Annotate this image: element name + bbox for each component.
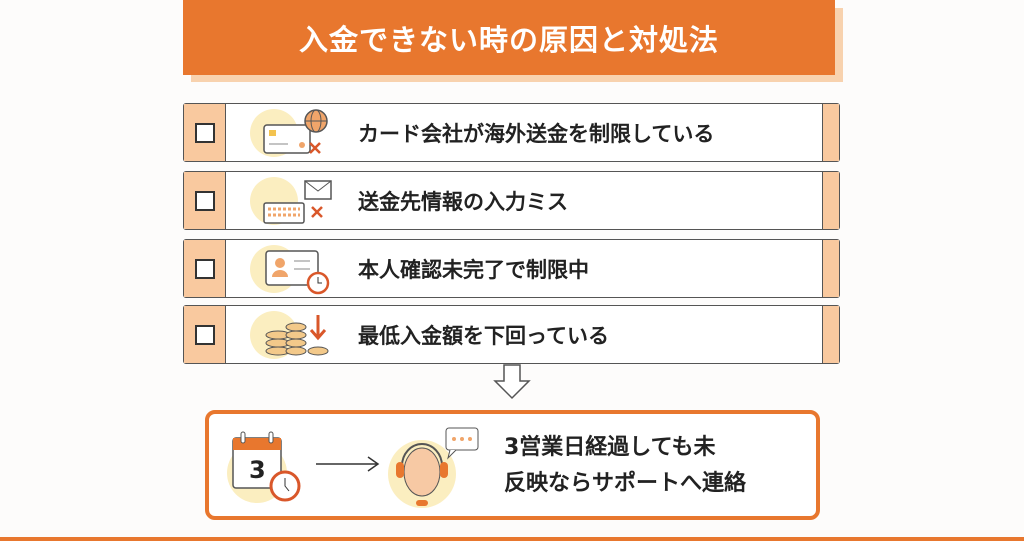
- cause-label: 最低入金額を下回っている: [358, 323, 609, 348]
- keyboard-mail-icon: [248, 173, 338, 229]
- checkbox[interactable]: [194, 324, 215, 345]
- checkbox[interactable]: [194, 190, 215, 211]
- cause-label: 本人確認未完了で制限中: [358, 257, 589, 282]
- calendar-day: 3: [249, 456, 266, 484]
- page-title: 入金できない時の原因と対処法: [183, 0, 835, 75]
- cause-item: 送金先情報の入力ミス: [183, 171, 840, 230]
- bottom-border: [0, 537, 1024, 541]
- checkbox[interactable]: [194, 258, 215, 279]
- solution-box: 3 3営業日経過しても未 反映ならサポートへ連絡: [205, 410, 820, 520]
- cause-item: 本人確認未完了で制限中: [183, 239, 840, 298]
- cause-label: 送金先情報の入力ミス: [358, 189, 568, 214]
- cause-item: カード会社が海外送金を制限している: [183, 103, 840, 162]
- calendar-clock-icon: 3: [227, 431, 301, 503]
- coins-down-icon: [248, 307, 338, 363]
- solution-line-2: 反映ならサポートへ連絡: [504, 471, 747, 496]
- support-headset-icon: [388, 427, 479, 508]
- id-card-clock-icon: [248, 241, 338, 297]
- credit-card-globe-icon: [248, 105, 338, 161]
- down-arrow-icon: [493, 364, 531, 400]
- cause-label: カード会社が海外送金を制限している: [358, 121, 715, 146]
- checkbox[interactable]: [194, 122, 215, 143]
- right-arrow-icon: [316, 456, 380, 472]
- cause-item: 最低入金額を下回っている: [183, 305, 840, 364]
- solution-line-1: 3営業日経過しても未: [504, 435, 716, 460]
